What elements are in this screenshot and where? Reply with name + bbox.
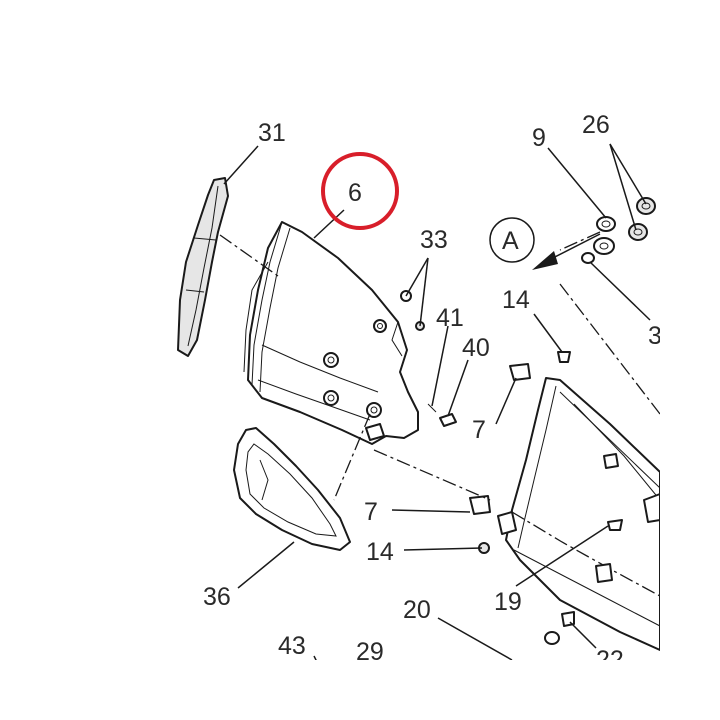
part-frame-cover [497, 377, 661, 651]
part-26-nuts [628, 197, 656, 241]
crop-mask-right [660, 0, 720, 720]
crop-mask-bottom [0, 660, 720, 720]
clip-7b [469, 495, 491, 515]
part-20-knob [544, 631, 560, 645]
callout-7-bottom: 7 [364, 498, 378, 526]
part-9-washer [593, 216, 616, 255]
clip-41 [427, 403, 437, 413]
callout-26: 26 [582, 111, 610, 139]
callout-19: 19 [494, 588, 522, 616]
part-36-inner-trim [233, 427, 351, 551]
screw-14a [557, 351, 571, 363]
callout-7-top: 7 [472, 416, 486, 444]
callout-41: 41 [436, 304, 464, 332]
callout-a: A [502, 227, 519, 255]
callout-33: 33 [420, 226, 448, 254]
callout-14-top: 14 [502, 286, 530, 314]
callout-43: 43 [278, 632, 306, 660]
screw-19 [607, 519, 623, 531]
leader-lines [223, 143, 651, 665]
callout-40: 40 [462, 334, 490, 362]
part-3-washer [581, 252, 595, 264]
assembly-lines [219, 231, 661, 501]
callout-31: 31 [258, 119, 286, 147]
part-6-side-panel [243, 221, 419, 445]
callout-14-bottom: 14 [366, 538, 394, 566]
highlight-circle [321, 152, 399, 230]
callout-3-partial: 3 [648, 322, 662, 350]
part-31-trim [177, 177, 229, 357]
view-arrow [532, 233, 601, 270]
callout-20: 20 [403, 596, 431, 624]
view-a-circle [489, 217, 535, 263]
clip-7a [509, 363, 531, 381]
callout-6: 6 [348, 179, 362, 207]
callout-36: 36 [203, 583, 231, 611]
callout-9: 9 [532, 124, 546, 152]
